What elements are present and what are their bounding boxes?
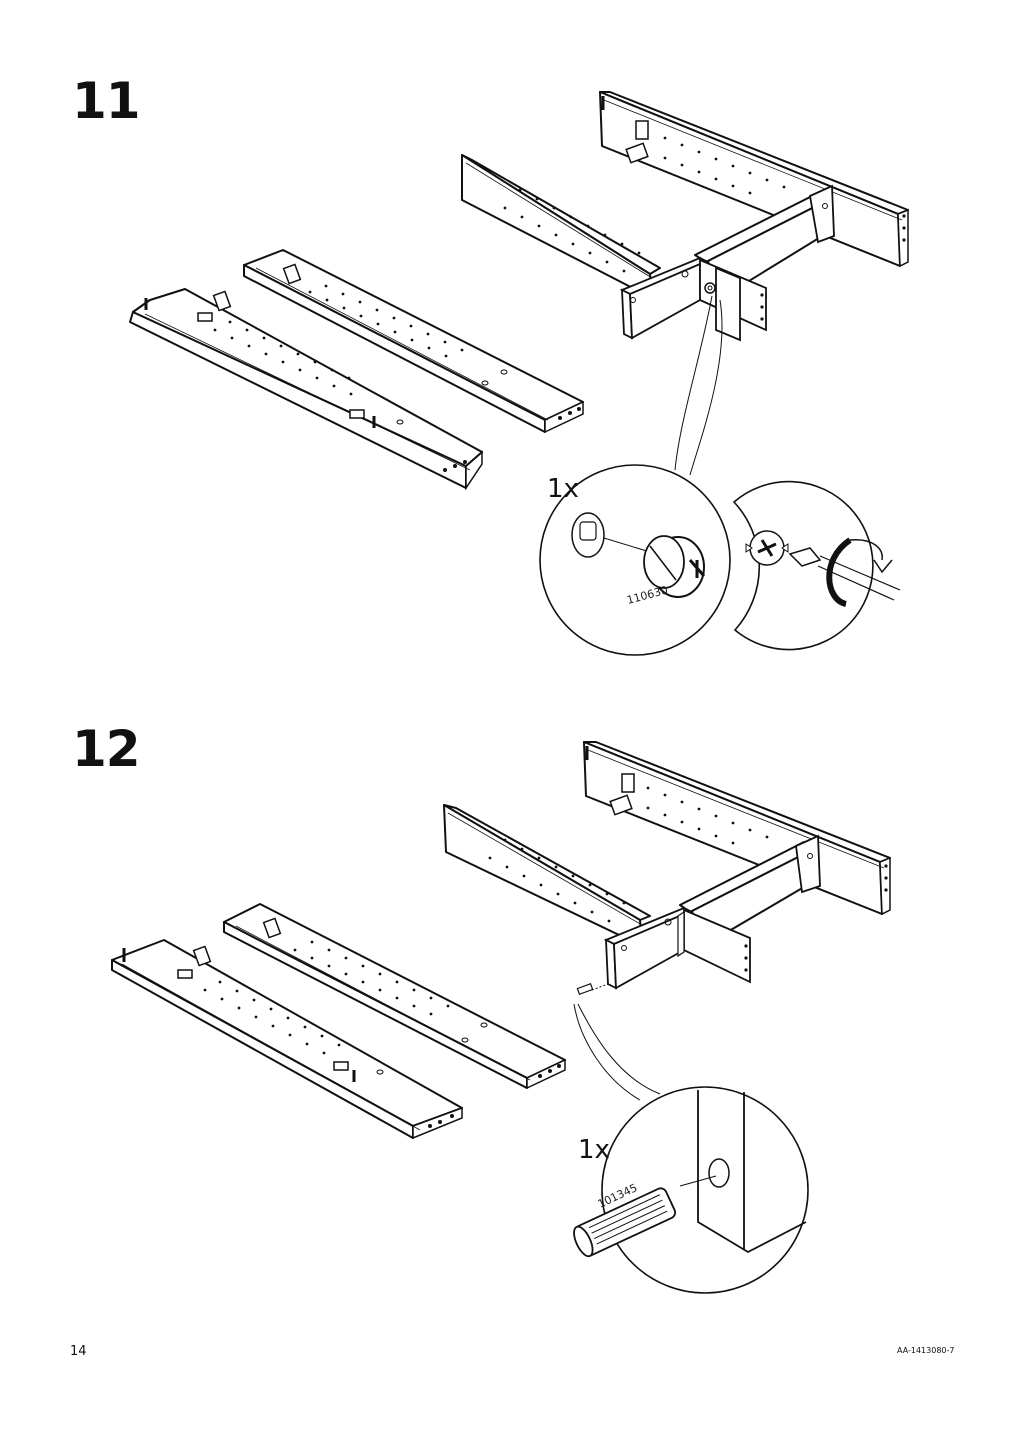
- step-number-11: 11: [72, 72, 141, 130]
- side-rail-front-2: [111, 939, 463, 1140]
- side-rail-front: [129, 288, 483, 491]
- frame-front-rail: [461, 154, 661, 299]
- document-code: AA-1413080-7: [897, 1346, 955, 1355]
- page-number: 14: [70, 1344, 87, 1359]
- frame-end-board-2: [576, 907, 751, 995]
- frame-crossbar: [694, 184, 835, 301]
- frame-front-rail-2: [443, 804, 651, 947]
- dowel-callout: 1x 101345: [573, 1086, 809, 1294]
- step-12-illustration: 1x 101345: [111, 741, 891, 1294]
- side-rail-back-2: [223, 903, 566, 1090]
- step-11-illustration: 1x 110630: [129, 91, 909, 656]
- quantity-label: 1x: [547, 474, 579, 504]
- quantity-label-2: 1x: [578, 1135, 610, 1165]
- cam-lock-callout: 1x 110630: [539, 464, 731, 656]
- turn-direction-callout: [732, 480, 901, 651]
- frame-crossbar-2: [679, 834, 821, 949]
- side-rail-back: [243, 249, 584, 434]
- step-number-12: 12: [72, 720, 141, 778]
